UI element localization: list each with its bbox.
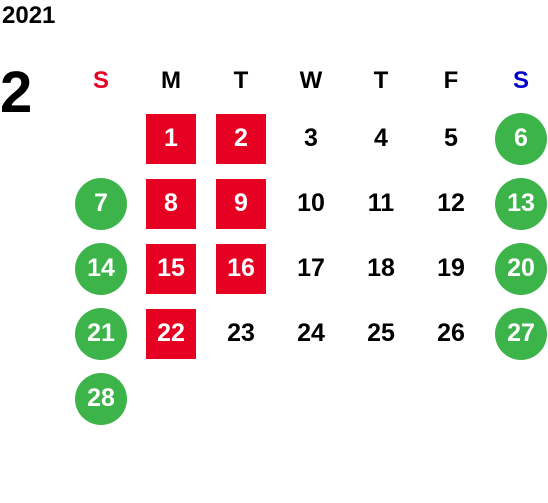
weekday-header: T (233, 67, 249, 94)
highlighted-day-circle: 14 (75, 242, 127, 295)
highlighted-day-circle: 27 (495, 307, 547, 360)
day-cell (416, 366, 486, 431)
highlighted-day-square: 15 (146, 243, 196, 294)
day-cell[interactable]: 16 (206, 236, 276, 301)
week-row: 21 22 23 24 25 26 27 (66, 301, 548, 366)
highlighted-day-circle: 13 (495, 177, 547, 230)
week-row: 14 15 16 17 18 19 20 (66, 236, 548, 301)
day-cell[interactable]: 2 (206, 106, 276, 171)
day-cell[interactable]: 24 (297, 319, 325, 347)
highlighted-day-square: 2 (216, 113, 266, 164)
highlighted-day-circle: 21 (75, 307, 127, 360)
day-cell[interactable]: 13 (486, 171, 548, 236)
day-cell[interactable]: 18 (367, 254, 395, 282)
day-cell[interactable]: 6 (486, 106, 548, 171)
day-cell[interactable]: 28 (66, 366, 136, 431)
day-cell[interactable]: 17 (297, 254, 325, 282)
highlighted-day-circle: 7 (75, 177, 127, 230)
day-cell (276, 366, 346, 431)
weekday-header: M (161, 67, 181, 94)
weekday-header: F (443, 67, 459, 94)
weekday-header: S (512, 67, 529, 94)
day-cell[interactable]: 25 (367, 319, 395, 347)
day-cell (486, 366, 548, 431)
day-cell[interactable]: 19 (437, 254, 465, 282)
day-cell (66, 106, 136, 171)
day-cell (206, 366, 276, 431)
day-cell[interactable]: 8 (136, 171, 206, 236)
day-cell[interactable]: 4 (374, 124, 388, 152)
highlighted-day-square: 9 (216, 178, 266, 229)
day-cell[interactable]: 15 (136, 236, 206, 301)
week-row: 28 (66, 366, 548, 431)
year-label: 2021 (2, 2, 56, 29)
day-cell[interactable]: 9 (206, 171, 276, 236)
day-cell[interactable]: 20 (486, 236, 548, 301)
highlighted-day-square: 22 (146, 308, 196, 359)
day-cell (136, 366, 206, 431)
day-cell[interactable]: 21 (66, 301, 136, 366)
day-cell[interactable]: 12 (437, 189, 465, 217)
day-cell[interactable]: 27 (486, 301, 548, 366)
highlighted-day-square: 16 (216, 243, 266, 294)
highlighted-day-circle: 28 (75, 372, 127, 425)
day-cell[interactable]: 26 (437, 319, 465, 347)
weekday-header: W (299, 67, 323, 94)
day-cell[interactable]: 11 (367, 189, 395, 217)
day-cell (346, 366, 416, 431)
highlighted-day-square: 1 (146, 113, 196, 164)
weekday-header: S (92, 67, 109, 94)
day-cell[interactable]: 14 (66, 236, 136, 301)
day-cell[interactable]: 1 (136, 106, 206, 171)
day-cell[interactable]: 23 (227, 319, 255, 347)
day-cell[interactable]: 7 (66, 171, 136, 236)
day-cell[interactable]: 3 (304, 124, 318, 152)
day-cell[interactable]: 10 (297, 189, 325, 217)
month-label: 2 (0, 60, 33, 125)
day-cell[interactable]: 22 (136, 301, 206, 366)
highlighted-day-square: 8 (146, 178, 196, 229)
highlighted-day-circle: 20 (495, 242, 547, 295)
highlighted-day-circle: 6 (495, 112, 547, 165)
weekday-header: T (373, 67, 389, 94)
day-cell[interactable]: 5 (444, 124, 458, 152)
